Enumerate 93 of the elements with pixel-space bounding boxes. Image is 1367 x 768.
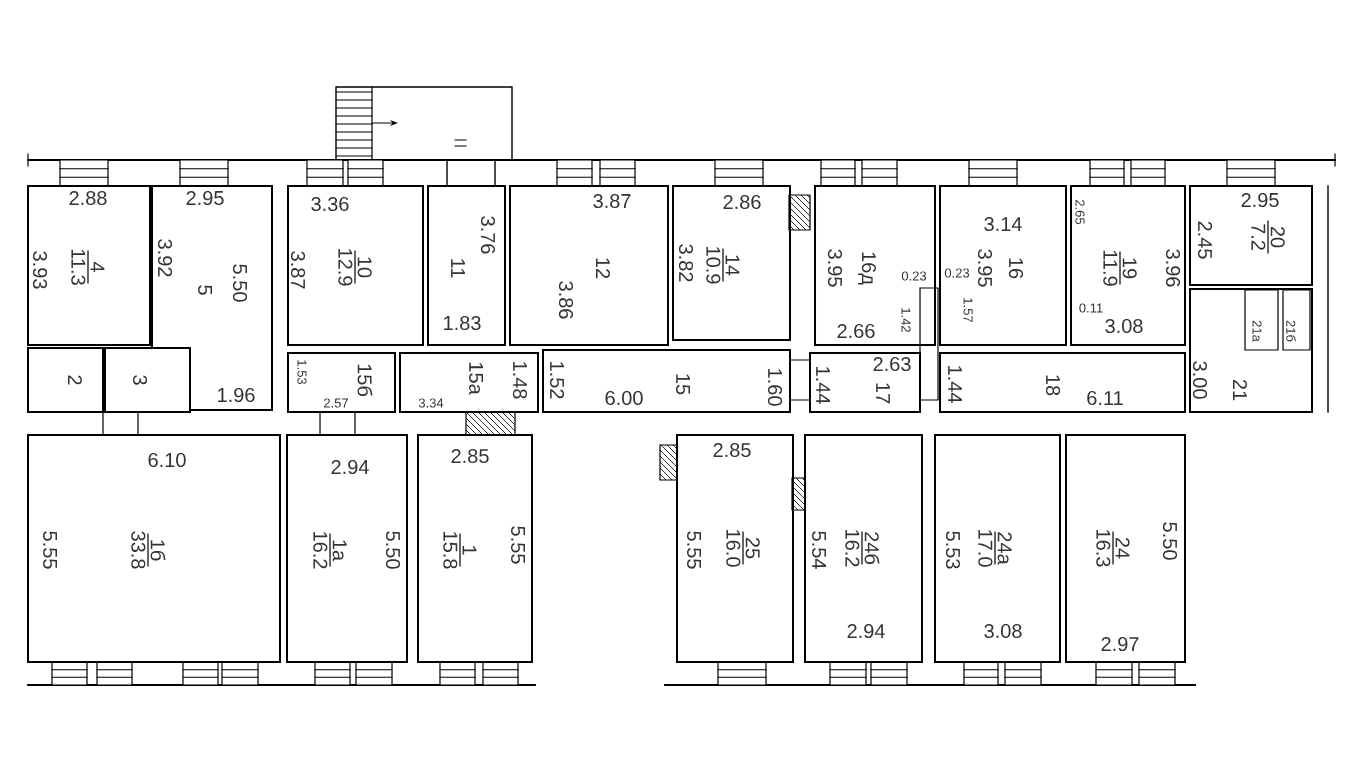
dimension-label: 3.87 (593, 193, 631, 209)
dimension-label: 0.23 (901, 271, 927, 281)
area-label: 15.8 (443, 532, 458, 569)
dimension-label: 3.14 (984, 216, 1022, 232)
dimension-label: 5.54 (812, 531, 826, 569)
area-label: 16.0 (726, 530, 741, 567)
dimension-label: 3.00 (1192, 361, 1208, 399)
room-number: 24а (997, 532, 1012, 565)
dimension-label: 2.94 (847, 623, 885, 639)
dimension-label: 1.44 (816, 367, 830, 404)
dimension-label: 2.63 (873, 356, 911, 372)
room-number: 17 (876, 383, 890, 404)
dimension-label: 3.82 (678, 244, 694, 282)
area-label: 10.9 (706, 247, 721, 284)
dimension-label: 6.00 (605, 390, 643, 406)
room-number: 15а (469, 362, 483, 395)
room-number: 10 (357, 257, 372, 278)
dimension-label: 2.94 (331, 459, 369, 475)
dimension-label: 3.92 (157, 239, 173, 277)
dimension-label: 6.10 (148, 452, 186, 468)
room-number: 21б (1286, 320, 1296, 342)
dimension-label: 5.53 (945, 531, 961, 569)
room-number: 1 (462, 546, 477, 555)
dimension-label: 2.85 (713, 442, 751, 458)
dimension-label: 1.52 (549, 362, 565, 399)
dimension-label: 6.11 (1087, 390, 1123, 406)
dimension-label: 1.57 (963, 298, 973, 322)
room-number: 21а (1252, 320, 1262, 342)
room-number: 15 (676, 374, 690, 395)
dimension-label: 5.50 (1162, 522, 1178, 560)
dimension-label: 2.95 (186, 190, 224, 206)
room-number: 24 (1115, 537, 1130, 559)
area-label: 33.8 (131, 531, 146, 569)
dimension-label: 2.45 (1197, 221, 1213, 259)
dimension-label: 2.57 (324, 398, 348, 408)
room-number: 12 (596, 258, 610, 279)
dimension-label: 5.50 (232, 264, 248, 302)
dimension-label: 1.48 (512, 362, 528, 399)
dimension-label: 1.83 (444, 315, 481, 331)
area-label: 16.3 (1096, 530, 1111, 567)
room-number: 24б (864, 532, 880, 565)
dimension-label: 5.50 (385, 531, 401, 569)
dimension-label: 0.11 (1079, 303, 1103, 313)
room-number: 15б (357, 364, 373, 397)
dimension-label: 3.36 (311, 196, 349, 212)
room-number: 1б (150, 540, 166, 561)
room-number: 20 (1270, 226, 1285, 248)
dimension-label: 2.65 (1075, 200, 1085, 225)
area-label: 11.9 (1103, 250, 1118, 286)
dimension-label: 1.96 (218, 387, 255, 403)
room-number: 21 (1233, 379, 1247, 401)
area-label: 11.3 (71, 249, 86, 285)
room-number: 5 (198, 285, 212, 295)
room-number: 25 (745, 537, 760, 559)
room-number: 18 (1045, 375, 1061, 396)
room-number: 3 (132, 375, 148, 385)
dimension-label: 5.55 (511, 526, 525, 564)
room-number: 2 (68, 375, 82, 385)
dimension-label: 2.66 (837, 323, 875, 339)
area-label: 12.9 (338, 249, 353, 286)
area-label: 16.2 (313, 532, 328, 569)
dimension-label: 3.93 (32, 251, 48, 289)
dimension-label: 2.85 (451, 448, 489, 464)
dimension-label: 3.34 (418, 398, 444, 408)
dimension-label: 3.08 (1105, 318, 1143, 334)
dimension-label: 2.86 (723, 194, 761, 210)
room-number: 14 (725, 255, 740, 276)
area-label: 7.2 (1251, 224, 1266, 250)
dimension-label: 3.95 (977, 249, 993, 287)
dimension-label: 2.88 (69, 190, 107, 206)
room-number: 19 (1122, 258, 1137, 279)
area-label: 17.0 (978, 530, 993, 567)
area-label: 16.2 (845, 530, 860, 567)
room-number: 16 (1008, 258, 1024, 279)
dimension-label: 1.42 (901, 308, 911, 332)
dimension-label: 5.55 (687, 531, 701, 569)
dimension-label: 1.53 (297, 360, 307, 385)
dimension-label: 3.95 (827, 249, 843, 287)
dimension-label: 1.44 (948, 366, 962, 403)
dimension-label: 3.87 (290, 251, 306, 289)
room-number: 11 (451, 259, 465, 278)
dimension-label: 3.86 (558, 281, 574, 319)
dimension-label: 2.95 (1241, 192, 1279, 208)
dimension-label: 2.97 (1101, 636, 1139, 652)
dimension-label: 3.96 (1165, 249, 1181, 287)
dimension-label: 0.23 (944, 268, 970, 278)
room-number: 16д (858, 252, 876, 285)
dimension-label: 1.60 (767, 369, 783, 406)
room-number: 1а (332, 540, 347, 562)
dimension-label: 3.08 (984, 623, 1022, 639)
room-number: 4 (90, 261, 105, 272)
dimension-label: 5.55 (43, 531, 57, 569)
dimension-label: 3.76 (480, 216, 496, 254)
